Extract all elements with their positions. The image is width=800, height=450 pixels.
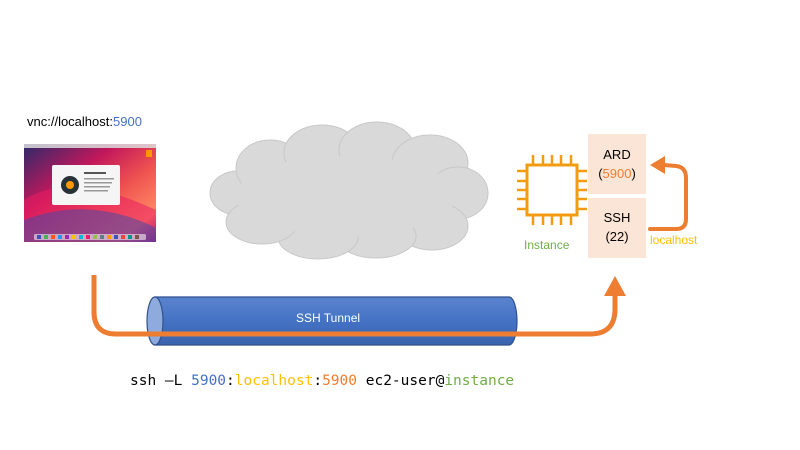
ard-box-label: ARD (5900)	[588, 145, 646, 183]
ssh-port: (22)	[605, 229, 629, 244]
ssh-tunnel-label: SSH Tunnel	[296, 311, 361, 325]
ssh-port-box	[588, 198, 646, 258]
cmd-user: ec2-user@	[357, 373, 445, 389]
cloud-icon	[209, 121, 489, 260]
ard-port-box	[588, 134, 646, 194]
ssh-name: SSH	[603, 210, 631, 225]
cmd-host: localhost	[234, 373, 314, 389]
instance-label: Instance	[524, 238, 570, 252]
ard-name: ARD	[603, 147, 631, 162]
localhost-loop-arrow	[648, 156, 688, 231]
ssh-box-label: SSH (22)	[588, 208, 646, 246]
vnc-url-port: 5900	[113, 114, 142, 129]
ard-port: 5900	[602, 166, 632, 181]
cmd-prefix: ssh –L	[130, 373, 192, 389]
ard-port-line: (5900)	[598, 166, 636, 181]
cmd-local-port: 5900	[191, 373, 227, 389]
vnc-url-label: vnc://localhost:5900	[27, 114, 142, 129]
cmd-target: instance	[444, 373, 515, 389]
ec2-chip-icon	[517, 155, 587, 225]
ssh-route-arrow	[91, 275, 626, 337]
localhost-label: localhost	[650, 233, 698, 247]
macos-desktop-screenshot	[24, 144, 156, 242]
cmd-remote-port: 5900	[322, 373, 357, 389]
ssh-command: ssh –L 5900:localhost:5900 ec2-user@inst…	[130, 373, 515, 389]
vnc-url-prefix: vnc://localhost:	[27, 114, 113, 129]
